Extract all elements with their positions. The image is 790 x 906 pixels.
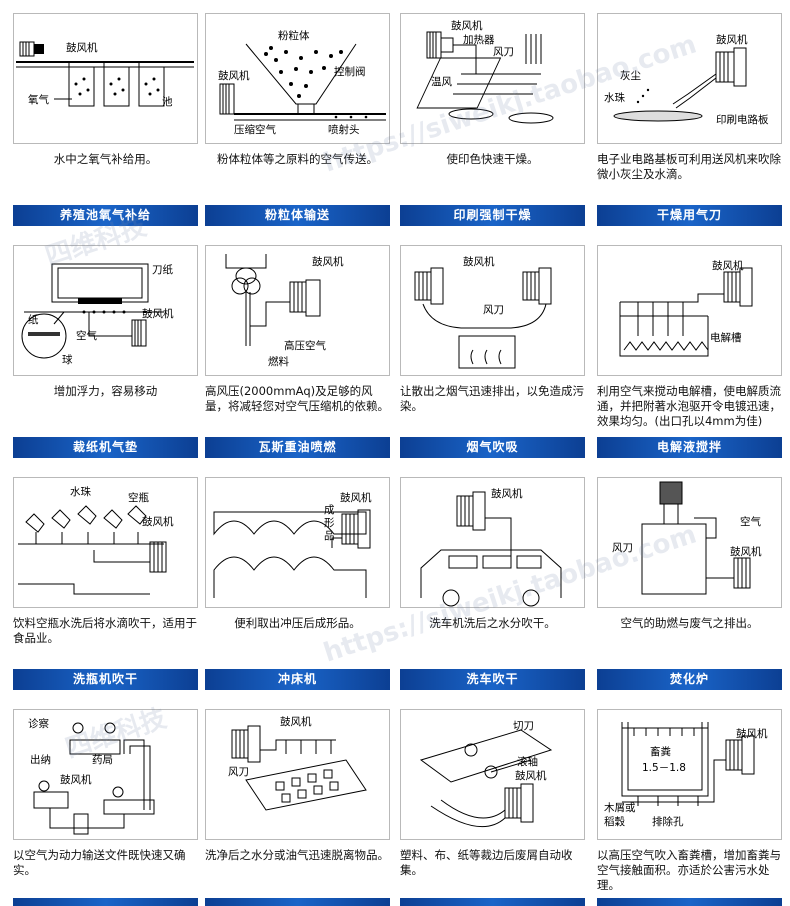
caption: 高风压(2000mmAq)及足够的风量，将减轻您对空气压缩机的依赖。 xyxy=(205,384,389,413)
caption: 空气的助燃与废气之排出。 xyxy=(620,616,759,630)
banner-incinerator: 焚化炉 xyxy=(597,669,782,690)
illustration-punch-press: 鼓风机 成形品 xyxy=(205,477,390,608)
label-blower: 鼓风机 xyxy=(515,770,547,782)
label-oxygen: 氧气 xyxy=(28,94,49,106)
illustration-paper-cushion: 刀纸 鼓风机 纸 空气 球 xyxy=(13,245,198,376)
label-air: 空气 xyxy=(740,516,761,528)
illustration-car-wash-drying: 鼓风机 xyxy=(400,477,585,608)
label-drain-hole: 排除孔 xyxy=(652,816,684,828)
label-sawdust: 木屑或 xyxy=(604,802,636,814)
banner-air-knife-drying: 干燥用气刀 xyxy=(597,205,782,226)
label-cutter: 切刀 xyxy=(513,720,534,732)
label-roller: 滚轴 xyxy=(517,756,538,768)
banner-car-wash-drying: 洗车吹干 xyxy=(400,669,585,690)
label-electrolytic-cell: 电解槽 xyxy=(710,332,742,344)
label-ball: 球 xyxy=(62,354,73,366)
label-blower: 鼓风机 xyxy=(142,516,174,528)
label-blower: 鼓风机 xyxy=(491,488,523,500)
illustration-parts-washing: 鼓风机 风刀 xyxy=(205,709,390,840)
caption: 以空气为动力输送文件既快速又确实。 xyxy=(13,848,186,877)
illustration-aquaculture: 鼓风机 氧气 池 xyxy=(13,13,198,144)
illustration-trim-collection: 切刀 滚轴 鼓风机 xyxy=(400,709,585,840)
label-air-knife: 风刀 xyxy=(228,766,249,778)
label-control-valve: 控制阀 xyxy=(334,66,366,78)
label-blower: 鼓风机 xyxy=(340,492,372,504)
banner-punch-press: 冲床机 xyxy=(205,669,390,690)
label-air-knife: 风刀 xyxy=(493,46,514,58)
caption: 便利取出冲压后成形品。 xyxy=(234,616,361,630)
caption: 电子业电路基板可利用送风机来吹除微小灰尘及水滴。 xyxy=(597,152,781,181)
label-blower: 鼓风机 xyxy=(66,42,98,54)
label-rice-husk: 稻穀 xyxy=(604,816,625,828)
label-blower: 鼓风机 xyxy=(142,308,174,320)
label-air: 空气 xyxy=(76,330,97,342)
caption: 塑料、布、纸等裁边后废屑自动收集。 xyxy=(400,848,573,877)
banner-smoke-exhaust: 烟气吹吸 xyxy=(400,437,585,458)
label-compressed-air: 压缩空气 xyxy=(234,124,276,136)
illustration-manure-aeration: 鼓风机 畜粪 1.5－1.8 木屑或 稻穀 排除孔 xyxy=(597,709,782,840)
label-water-drop: 水珠 xyxy=(70,486,91,498)
bottom-banner-strip xyxy=(0,898,790,906)
label-formed-part: 成形品 xyxy=(324,504,335,542)
label-blower: 鼓风机 xyxy=(736,728,768,740)
label-blower: 鼓风机 xyxy=(451,20,483,32)
label-air-knife: 风刀 xyxy=(612,542,633,554)
caption: 水中之氧气补给用。 xyxy=(53,152,158,166)
label-manure: 畜粪 xyxy=(650,746,671,758)
illustration-powder-conveying: 粉粒体 鼓风机 控制阀 压缩空气 喷射头 xyxy=(205,13,390,144)
label-paper-knife: 刀纸 xyxy=(152,264,173,276)
label-blower: 鼓风机 xyxy=(730,546,762,558)
caption: 增加浮力，容易移动 xyxy=(53,384,158,398)
caption: 使印色快速干燥。 xyxy=(446,152,539,166)
caption: 洗车机洗后之水分吹干。 xyxy=(429,616,556,630)
label-empty-bottle: 空瓶 xyxy=(128,492,149,504)
caption: 以高压空气吹入畜粪槽，增加畜粪与空气接触面积。亦适於公害污水处理。 xyxy=(597,848,781,892)
caption: 粉体粒体等之原料的空气传送。 xyxy=(217,152,378,166)
illustration-bottle-drying: 水珠 空瓶 鼓风机 xyxy=(13,477,198,608)
label-paper: 纸 xyxy=(28,314,39,326)
label-powder: 粉粒体 xyxy=(278,30,310,42)
label-blower: 鼓风机 xyxy=(716,34,748,46)
label-clinic: 诊察 xyxy=(28,718,49,730)
label-blower: 鼓风机 xyxy=(218,70,250,82)
label-depth: 1.5－1.8 xyxy=(642,762,686,774)
label-fuel: 燃料 xyxy=(268,356,289,368)
label-cashier: 出纳 xyxy=(30,754,51,766)
caption: 让散出之烟气迅速排出，以免造成污染。 xyxy=(400,384,584,413)
label-warm-air: 温风 xyxy=(431,76,452,88)
label-blower: 鼓风机 xyxy=(312,256,344,268)
banner-powder-conveying: 粉粒体输送 xyxy=(205,205,390,226)
caption: 洗净后之水分或油气迅速脱离物品。 xyxy=(205,848,389,862)
illustration-pneumatic-tube: 诊察 出纳 药局 鼓风机 xyxy=(13,709,198,840)
label-dust: 灰尘 xyxy=(620,70,641,82)
label-water-drop: 水珠 xyxy=(604,92,625,104)
label-blower: 鼓风机 xyxy=(712,260,744,272)
label-air-knife: 风刀 xyxy=(483,304,504,316)
label-high-pressure-air: 高压空气 xyxy=(284,340,326,352)
caption: 饮料空瓶水洗后将水滴吹干，适用于食品业。 xyxy=(13,616,197,645)
illustration-print-drying: 鼓风机 加热器 风刀 温风 xyxy=(400,13,585,144)
banner-paper-cushion: 裁纸机气垫 xyxy=(13,437,198,458)
label-pharmacy: 药局 xyxy=(92,754,113,766)
label-pond: 池 xyxy=(162,96,173,108)
label-blower: 鼓风机 xyxy=(60,774,92,786)
label-pcb: 印刷电路板 xyxy=(716,114,769,126)
illustration-gas-oil-burning: 鼓风机 高压空气 燃料 xyxy=(205,245,390,376)
illustration-smoke-exhaust: 鼓风机 风刀 xyxy=(400,245,585,376)
label-blower: 鼓风机 xyxy=(463,256,495,268)
banner-aquaculture: 养殖池氧气补给 xyxy=(13,205,198,226)
label-nozzle: 喷射头 xyxy=(328,124,360,136)
illustration-incinerator: 空气 风刀 鼓风机 xyxy=(597,477,782,608)
banner-electrolyte-stirring: 电解液搅拌 xyxy=(597,437,782,458)
illustration-air-knife-drying: 鼓风机 灰尘 水珠 印刷电路板 xyxy=(597,13,782,144)
caption: 利用空气来搅动电解槽，使电解质流通，并把附著水泡驱开令电镀迅速，效果均匀。(出口… xyxy=(597,384,781,428)
label-blower: 鼓风机 xyxy=(280,716,312,728)
banner-gas-oil-burning: 瓦斯重油喷燃 xyxy=(205,437,390,458)
illustration-electrolyte-stirring: 鼓风机 电解槽 xyxy=(597,245,782,376)
label-heater: 加热器 xyxy=(463,34,495,46)
banner-print-drying: 印刷强制干燥 xyxy=(400,205,585,226)
banner-bottle-drying: 洗瓶机吹干 xyxy=(13,669,198,690)
